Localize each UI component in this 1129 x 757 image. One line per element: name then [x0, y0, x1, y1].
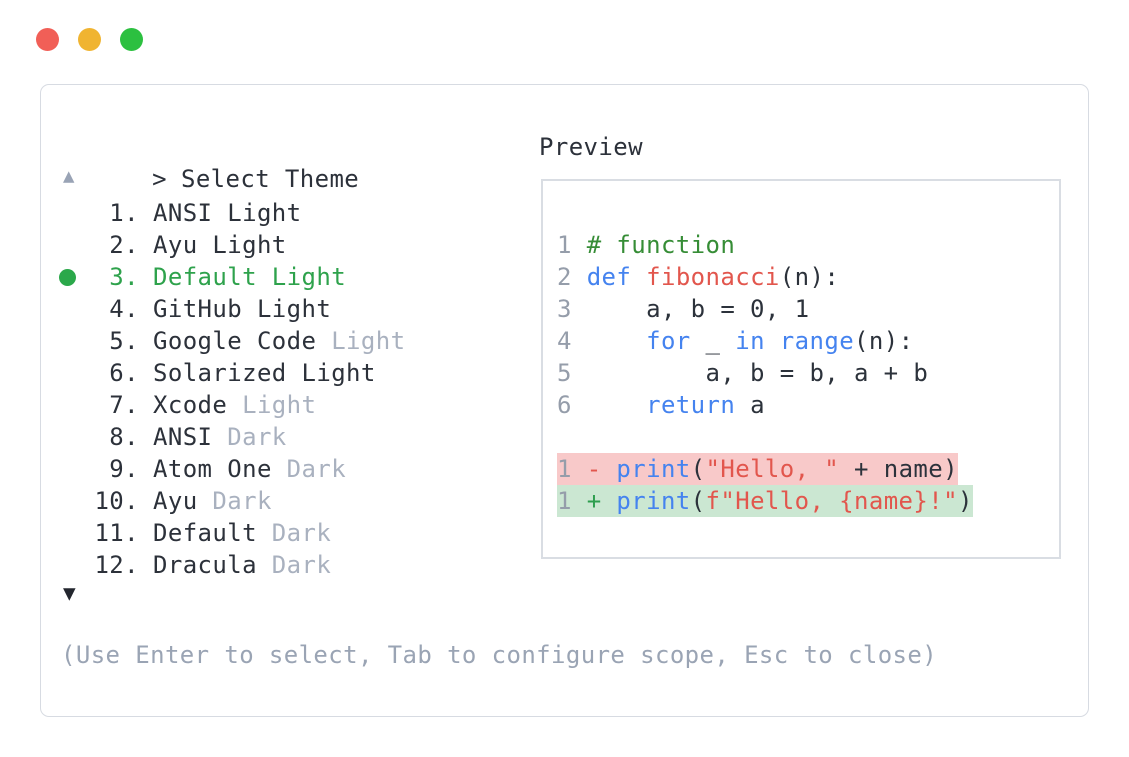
theme-number: 3.: [109, 263, 139, 291]
theme-selector-panel: > Select Theme ▲ 1. ANSI Light 2. Ayu Lig…: [40, 84, 1089, 717]
theme-list-item[interactable]: 10. Ayu Dark: [57, 485, 527, 517]
close-button[interactable]: [36, 28, 59, 51]
selected-bullet-icon: [59, 525, 76, 542]
theme-name: Default Light: [153, 263, 347, 291]
theme-name: GitHub Light: [153, 295, 332, 323]
line-number: 6: [557, 391, 587, 419]
selected-bullet-icon: [59, 557, 76, 574]
selected-bullet-icon: [59, 429, 76, 446]
theme-variant-dim: Dark: [197, 487, 272, 515]
prompt-caret: >: [152, 165, 167, 193]
theme-list-item[interactable]: 3. Default Light: [57, 261, 527, 293]
theme-name: Google Code: [153, 327, 317, 355]
line-number: 3: [557, 295, 587, 323]
line-number: 2: [557, 263, 587, 291]
code-line: 5 a, b = b, a + b: [557, 359, 929, 387]
theme-list: 1. ANSI Light 2. Ayu Light 3. Default Li…: [57, 197, 527, 581]
code-line: 3 a, b = 0, 1: [557, 295, 810, 323]
code-line: 6 return a: [557, 391, 765, 419]
theme-number: 6.: [109, 359, 139, 387]
theme-number: 4.: [109, 295, 139, 323]
dialog-title: Select Theme: [180, 165, 360, 193]
theme-list-item[interactable]: 7. Xcode Light: [57, 389, 527, 421]
theme-list-item[interactable]: 6. Solarized Light: [57, 357, 527, 389]
code-line: 4 for _ in range(n):: [557, 327, 914, 355]
theme-list-item[interactable]: 11. Default Dark: [57, 517, 527, 549]
selected-bullet-icon: [59, 205, 76, 222]
theme-name: Solarized Light: [153, 359, 376, 387]
selected-bullet-icon: [59, 493, 76, 510]
help-text: (Use Enter to select, Tab to configure s…: [61, 641, 938, 669]
line-number: 1: [557, 455, 587, 483]
window-controls: [36, 28, 143, 51]
scroll-down-indicator[interactable]: ▼: [63, 581, 76, 605]
theme-name: ANSI Light: [153, 199, 302, 227]
selected-bullet-icon: [59, 461, 76, 478]
theme-variant-dim: Light: [227, 391, 317, 419]
theme-number: 7.: [109, 391, 139, 419]
theme-list-item[interactable]: 4. GitHub Light: [57, 293, 527, 325]
theme-name: Default: [153, 519, 257, 547]
theme-list-item[interactable]: 12. Dracula Dark: [57, 549, 527, 581]
theme-name: Dracula: [153, 551, 257, 579]
code-line: 1 + print(f"Hello, {name}!"): [557, 485, 973, 517]
preview-pane: 1 # function 2 def fibonacci(n): 3 a, b = …: [541, 179, 1061, 559]
scroll-up-indicator[interactable]: ▲: [63, 165, 75, 187]
line-number: 4: [557, 327, 587, 355]
line-number: 1: [557, 487, 587, 515]
selected-bullet-icon: [59, 397, 76, 414]
code-line: [557, 421, 1059, 453]
theme-variant-dim: Dark: [271, 455, 347, 483]
theme-list-item[interactable]: 2. Ayu Light: [57, 229, 527, 261]
theme-number: 11.: [94, 519, 139, 547]
theme-variant-dim: Dark: [256, 551, 332, 579]
code-line: 1 # function: [557, 231, 736, 259]
selected-bullet-icon: [59, 333, 76, 350]
theme-number: 9.: [109, 455, 139, 483]
theme-number: 2.: [109, 231, 139, 259]
theme-number: 10.: [94, 487, 139, 515]
theme-list-item[interactable]: 9. Atom One Dark: [57, 453, 527, 485]
theme-number: 8.: [109, 423, 139, 451]
dialog-title-row: > Select Theme: [63, 131, 359, 227]
theme-variant-dim: Light: [316, 327, 406, 355]
theme-name: Ayu: [153, 487, 198, 515]
preview-label: Preview: [539, 133, 643, 161]
theme-list-item[interactable]: 8. ANSI Dark: [57, 421, 527, 453]
theme-name: Ayu Light: [153, 231, 287, 259]
theme-number: 1.: [109, 199, 139, 227]
theme-name: Atom One: [153, 455, 272, 483]
theme-name: Xcode: [153, 391, 228, 419]
theme-number: 12.: [94, 551, 139, 579]
zoom-button[interactable]: [120, 28, 143, 51]
theme-variant-dim: Dark: [256, 519, 332, 547]
selected-bullet-icon: [59, 237, 76, 254]
theme-name: ANSI: [153, 423, 213, 451]
code-line: 1 - print("Hello, " + name): [557, 453, 958, 485]
theme-list-item[interactable]: 5. Google Code Light: [57, 325, 527, 357]
theme-number: 5.: [109, 327, 139, 355]
line-number: 1: [557, 231, 587, 259]
code-line: 2 def fibonacci(n):: [557, 263, 840, 291]
line-number: 5: [557, 359, 587, 387]
selected-bullet-icon: [59, 365, 76, 382]
theme-list-item[interactable]: 1. ANSI Light: [57, 197, 527, 229]
theme-variant-dim: Dark: [212, 423, 287, 451]
selected-bullet-icon: [59, 301, 76, 318]
minimize-button[interactable]: [78, 28, 101, 51]
selected-bullet-icon: [59, 268, 76, 286]
